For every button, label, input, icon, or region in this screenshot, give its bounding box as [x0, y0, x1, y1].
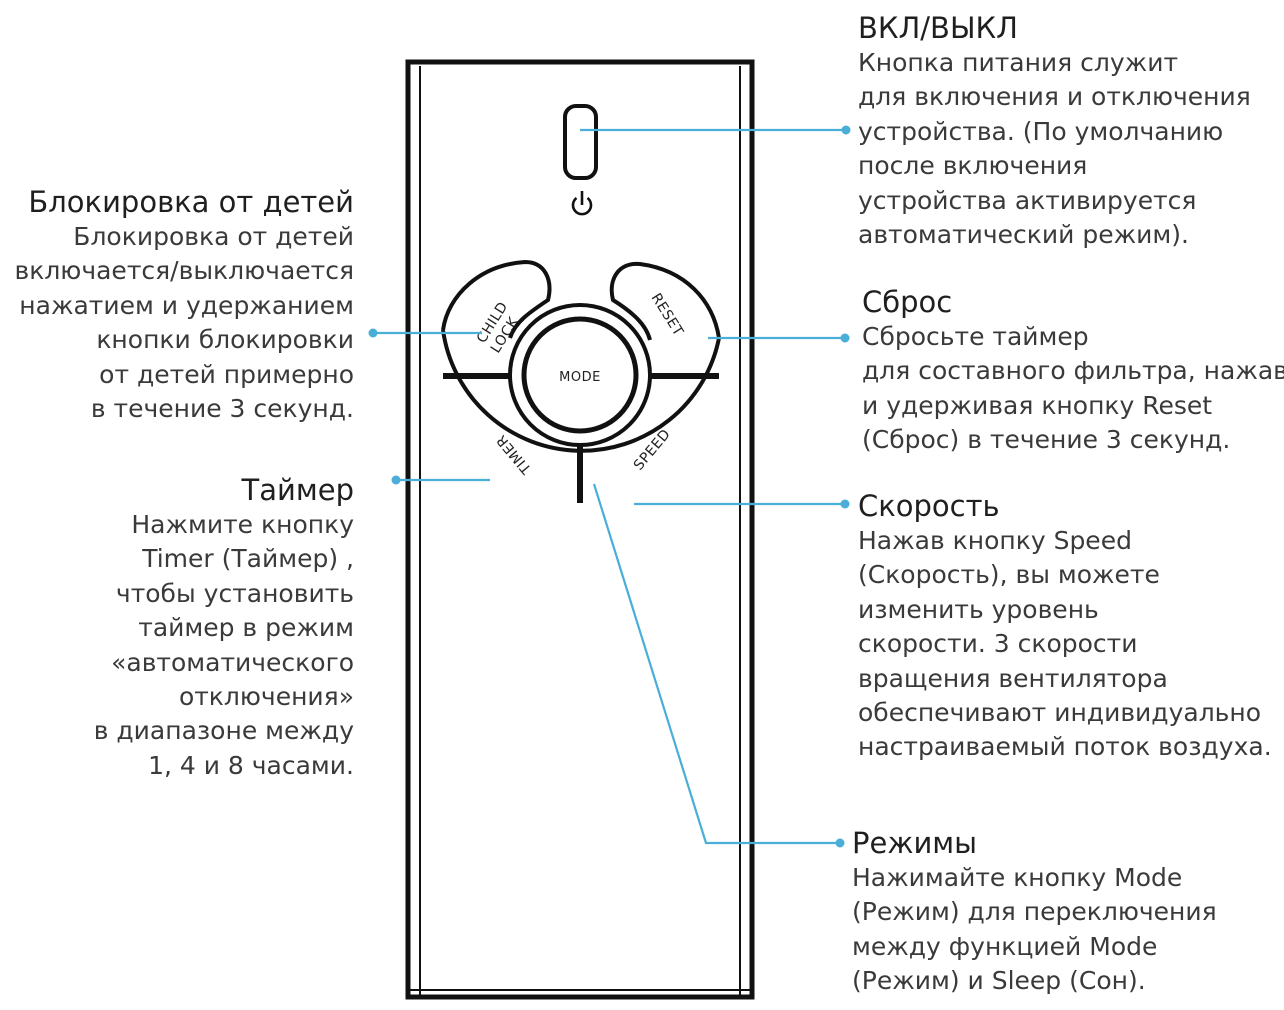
annotation-timer-line: таймер в режим — [138, 613, 354, 643]
mode-button[interactable] — [521, 316, 639, 434]
annotation-reset-line: для составного фильтра, нажав — [862, 356, 1284, 386]
annotation-power-line: для включения и отключения — [858, 82, 1251, 112]
annotation-speed-line: изменить уровень — [858, 594, 1099, 624]
annotation-child-lock-line: Блокировка от детей — [73, 222, 354, 251]
annotation-speed-line: вращения вентилятора — [858, 663, 1168, 693]
annotation-reset-line: и удерживая кнопку Reset — [862, 390, 1213, 420]
annotation-child-lock-title: Блокировка от детей — [28, 185, 354, 219]
annotation-child-lock-line: включается/выключается — [14, 256, 354, 286]
annotation-mode: Режимы Нажимайте кнопку Mode (Режим) для… — [852, 825, 1217, 999]
annotation-power-line: устройства активируется — [858, 185, 1197, 215]
annotation-mode-line: между функцией Mode — [852, 931, 1158, 961]
annotation-child-lock-line: кнопки блокировки — [96, 325, 354, 355]
annotation-timer-line: чтобы установить — [115, 578, 354, 608]
annotation-reset-title: Сброс — [862, 285, 953, 319]
power-icon — [571, 191, 593, 216]
annotation-speed-line: (Скорость), вы можете — [858, 560, 1160, 590]
annotation-speed-line: скорости. 3 скорости — [858, 629, 1138, 659]
annotation-reset-line: (Сброс) в течение 3 секунд. — [862, 425, 1231, 455]
annotation-mode-line: (Режим) для переключения — [852, 897, 1217, 927]
dot-timer — [391, 475, 401, 485]
power-button[interactable] — [563, 104, 598, 180]
annotation-speed-title: Скорость — [858, 489, 1000, 523]
annotation-child-lock-line: от детей примерно — [99, 359, 354, 389]
annotation-power-line: Кнопка питания служит — [858, 48, 1179, 77]
annotation-power: ВКЛ/ВЫКЛ Кнопка питания служит для включ… — [858, 10, 1251, 252]
annotation-timer-line: в диапазоне между — [93, 716, 354, 746]
annotation-power-line: после включения — [858, 151, 1088, 181]
remote-control — [405, 59, 755, 1000]
annotation-power-line: устройства. (По умолчанию — [858, 116, 1224, 146]
annotation-timer-line: Нажмите кнопку — [131, 510, 354, 539]
leader-lines — [375, 128, 844, 845]
annotation-speed-line: обеспечивают индивидуально — [858, 698, 1262, 728]
annotation-child-lock: Блокировка от детей Блокировка от детей … — [14, 184, 354, 426]
annotation-mode-line: Нажимайте кнопку Mode — [852, 863, 1183, 892]
dot-speed — [840, 499, 850, 509]
dot-mode — [835, 838, 845, 848]
annotation-child-lock-line: нажатием и удержанием — [19, 290, 354, 320]
annotation-timer-title: Таймер — [241, 473, 354, 507]
annotation-reset: Сброс Сбросьте таймер для составного фил… — [862, 284, 1284, 458]
annotation-mode-line: (Режим) и Sleep (Сон). — [852, 966, 1146, 996]
annotation-timer-line: 1, 4 и 8 часами. — [148, 750, 354, 780]
annotation-speed: Скорость Нажав кнопку Speed (Скорость), … — [858, 488, 1272, 765]
reset-button[interactable] — [609, 261, 721, 341]
annotation-power-title: ВКЛ/ВЫКЛ — [858, 11, 1018, 45]
leader-dots — [368, 125, 851, 848]
annotation-child-lock-line: в течение 3 секунд. — [90, 394, 354, 424]
annotation-power-line: автоматический режим). — [858, 220, 1189, 250]
dot-child-lock — [368, 328, 378, 338]
annotation-timer-line: отключения» — [178, 682, 354, 712]
annotation-mode-title: Режимы — [852, 826, 978, 860]
control-pad — [441, 259, 721, 503]
child-lock-button[interactable] — [441, 259, 552, 339]
annotation-reset-line: Сбросьте таймер — [862, 322, 1089, 351]
annotation-speed-line: Нажав кнопку Speed — [858, 526, 1132, 555]
dot-power — [841, 125, 851, 135]
annotation-timer: Таймер Нажмите кнопку Timer (Таймер) , ч… — [94, 472, 354, 783]
mode-label: MODE — [559, 370, 601, 385]
annotation-speed-line: настраиваемый поток воздуха. — [858, 732, 1272, 762]
dot-reset — [840, 333, 850, 343]
annotation-timer-line: Timer (Таймер) , — [142, 544, 354, 574]
annotation-timer-line: «автоматического — [111, 647, 354, 677]
leader-mode — [592, 483, 838, 845]
